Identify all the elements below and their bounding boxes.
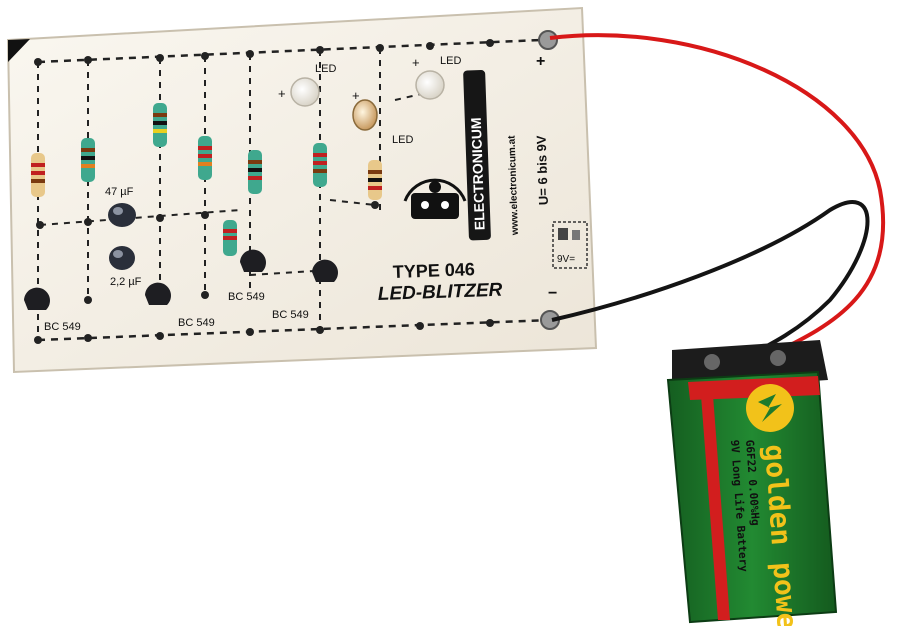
capacitor-label-47: 47 µF <box>105 186 134 198</box>
brand-name: ELECTRONICUM <box>468 117 488 230</box>
battery-model: G6F22 0.00%Hg <box>743 439 762 526</box>
led-white-1 <box>290 77 320 107</box>
minus-terminal-sign: − <box>548 285 557 302</box>
led-polarity-2: + <box>412 55 420 70</box>
resistor-group <box>31 103 382 256</box>
capacitor-2-2uf <box>109 246 135 270</box>
black-wire <box>551 200 870 362</box>
plus-terminal-sign: + <box>536 53 545 70</box>
electronicum-logo-icon <box>403 178 467 219</box>
battery-symbol-label: 9V= <box>557 254 575 265</box>
transistor-group <box>24 249 338 310</box>
brand-banner: ELECTRONICUM <box>463 70 491 241</box>
type-label: TYPE 046 <box>392 259 475 282</box>
transistor-label-4: BC 549 <box>272 309 309 321</box>
brand-url: www.electronicum.at <box>507 135 522 237</box>
voltage-label: U= 6 bis 9V <box>534 135 551 206</box>
led-polarity-1: + <box>278 86 286 101</box>
capacitor-47uf <box>108 203 136 227</box>
led-label-1: LED <box>315 63 336 75</box>
golden-power-logo-icon <box>746 384 794 432</box>
battery-symbol-icon <box>552 221 588 269</box>
transistor-label-3: BC 549 <box>228 291 265 303</box>
board-title: LED-BLITZER <box>377 280 502 305</box>
capacitor-label-2-2: 2,2 µF <box>110 276 142 288</box>
led-white-2 <box>415 70 445 100</box>
transistor-label-2: BC 549 <box>178 317 215 329</box>
transistor-label-1: BC 549 <box>44 321 81 333</box>
red-wire <box>549 33 886 362</box>
led-label-3: LED <box>392 134 413 146</box>
led-polarity-3: + <box>352 88 360 103</box>
led-label-2: LED <box>440 55 461 67</box>
led-red <box>352 99 378 131</box>
battery-9v <box>666 340 838 624</box>
